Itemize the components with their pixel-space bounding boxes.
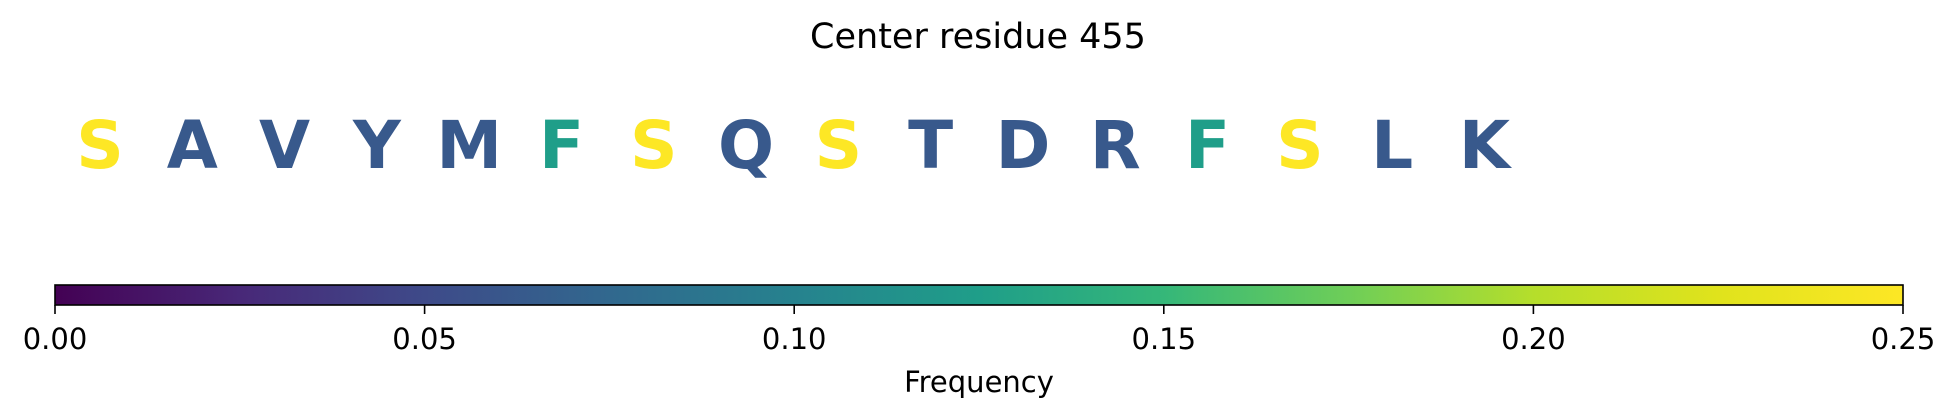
residue-letter: D — [996, 107, 1051, 184]
colorbar-gradient — [55, 285, 1903, 305]
residue-letter: M — [436, 107, 502, 184]
colorbar-tick-label: 0.05 — [392, 322, 457, 356]
colorbar-tick-label: 0.15 — [1132, 322, 1197, 356]
residue-letter: A — [167, 107, 218, 184]
colorbar-tick-label: 0.25 — [1871, 322, 1936, 356]
colorbar-frame — [54, 284, 1904, 306]
residue-letter: S — [630, 107, 678, 184]
residue-letter: Y — [352, 107, 402, 184]
residue-letter: S — [76, 107, 124, 184]
residue-letter: T — [908, 107, 953, 184]
colorbar: 0.00 0.05 0.10 0.15 0.20 0.25 Frequency — [23, 284, 1936, 399]
colorbar-tick-label: 0.00 — [23, 322, 88, 356]
chart-title: Center residue 455 — [810, 17, 1146, 57]
residue-letter: F — [539, 107, 584, 184]
residue-letter: K — [1459, 107, 1513, 184]
colorbar-label: Frequency — [904, 365, 1054, 399]
residue-letter: S — [1276, 107, 1324, 184]
residue-letter: V — [259, 107, 310, 184]
residue-letter: Q — [718, 107, 774, 184]
colorbar-tick-label: 0.10 — [762, 322, 827, 356]
residue-letter: F — [1185, 107, 1230, 184]
colorbar-ticks: 0.00 0.05 0.10 0.15 0.20 0.25 — [23, 305, 1936, 356]
colorbar-tick-label: 0.20 — [1501, 322, 1566, 356]
residue-letter: R — [1090, 107, 1141, 184]
residue-letter: S — [815, 107, 863, 184]
residue-letter: L — [1371, 107, 1413, 184]
